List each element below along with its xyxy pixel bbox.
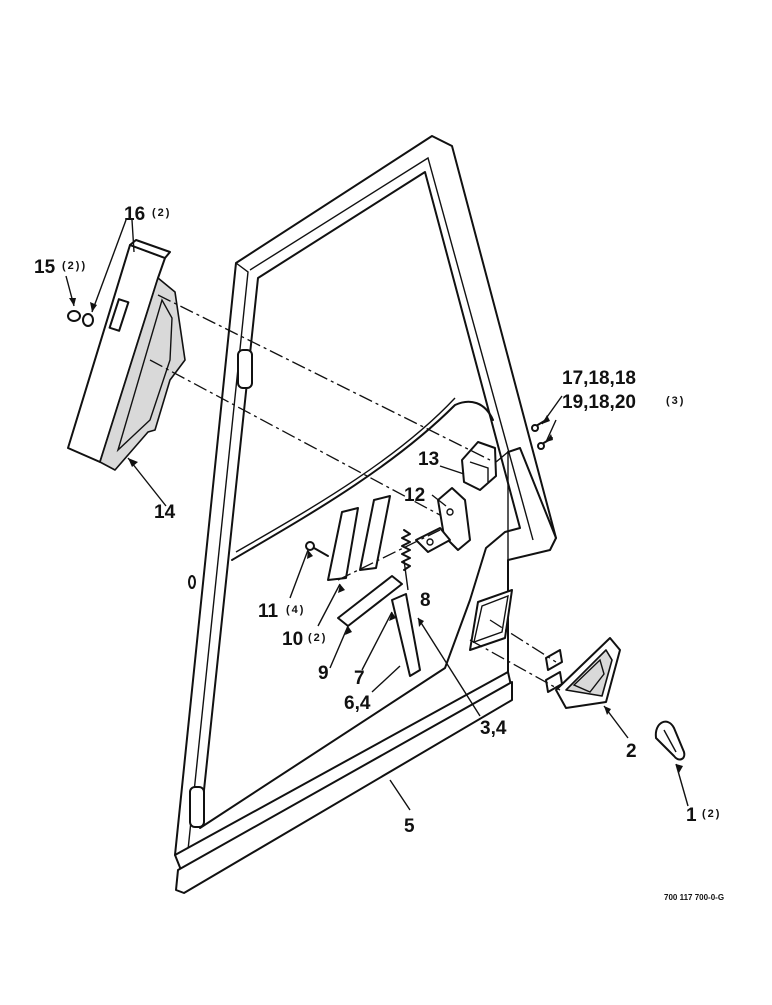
qty-11: (4): [286, 604, 305, 616]
label-13: 13: [418, 449, 439, 470]
part-13-latch-bracket: [461, 441, 497, 491]
label-3-4: 3,4: [480, 718, 507, 739]
qty-16: (2): [152, 207, 171, 219]
label-5: 5: [404, 816, 415, 837]
drawing-code: 700 117 700-0-G: [664, 893, 724, 902]
label-12: 12: [404, 485, 425, 506]
leader-arrowheads: [69, 298, 683, 773]
label-1: 1: [686, 805, 697, 826]
label-17-18-18: 17,18,18: [562, 368, 636, 389]
lower-hinge: [189, 786, 205, 828]
label-14: 14: [154, 502, 176, 523]
label-2: 2: [626, 741, 637, 762]
door-frame: [174, 135, 557, 894]
upper-hinge: [237, 349, 253, 389]
qty-10: (2): [308, 632, 327, 644]
callout-labels: 16 (2) 15 (2)) 14 13 12 11 (4) 10 (2) 9 …: [34, 204, 724, 902]
label-19-18-20: 19,18,20: [562, 392, 636, 413]
label-11: 11: [258, 601, 279, 622]
label-7: 7: [354, 668, 365, 689]
label-15: 15: [34, 257, 56, 278]
label-10: 10: [282, 629, 303, 650]
label-9: 9: [318, 663, 329, 684]
leader-lines: [65, 219, 689, 811]
part-14-cover-panel: [67, 239, 186, 471]
part-2-handle-escutcheon: [545, 637, 621, 709]
part-9-handle: [337, 575, 403, 627]
qty-1: (2): [702, 808, 721, 820]
part-1-clip: [654, 720, 686, 761]
qty-15: (2)): [62, 260, 87, 272]
part-10-brackets: [327, 495, 391, 581]
part-7-lever: [391, 593, 421, 677]
qty-19: (3): [666, 395, 685, 407]
part-11-bolt: [305, 541, 329, 557]
label-8: 8: [420, 590, 431, 611]
label-16: 16: [124, 204, 145, 225]
alignment-lines: [149, 294, 561, 691]
parts-15-16-fasteners: [67, 310, 94, 327]
part-12-lock-mechanism: [415, 487, 471, 553]
label-6-4: 6,4: [344, 693, 371, 714]
